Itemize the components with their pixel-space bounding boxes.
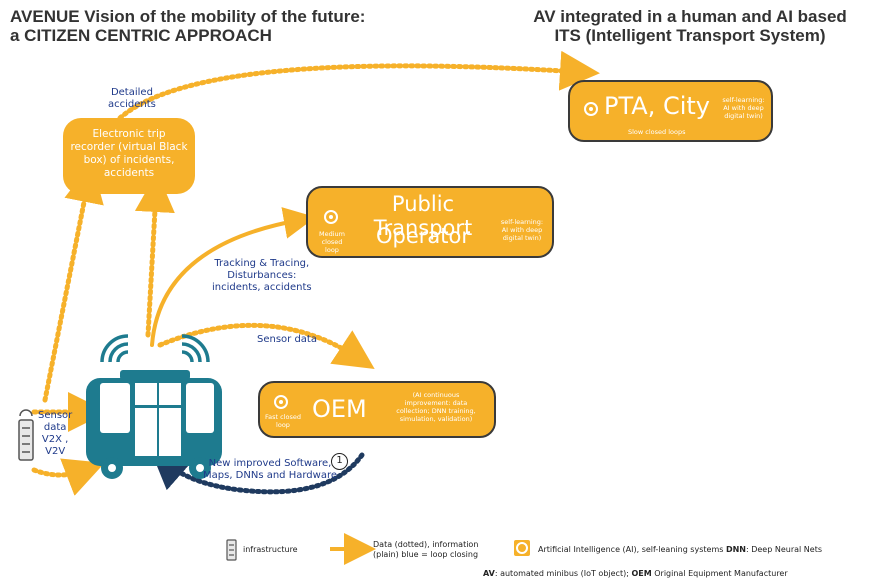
legend-av-def: : automated minibus (IoT object); (494, 569, 632, 578)
title-right: AV integrated in a human and AI based IT… (533, 7, 847, 45)
arrow-bus-to-etr (134, 172, 175, 338)
pta-box: PTA, City self-learning: AI with deep di… (568, 80, 773, 142)
legend-av: AV: automated minibus (IoT object); OEM … (483, 569, 788, 579)
pta-title: PTA, City (604, 92, 710, 120)
legend-ai-text: Artificial Intelligence (AI), self-leani… (538, 545, 724, 554)
step-number-badge: 1 (331, 453, 348, 470)
oem-title: OEM (312, 395, 367, 423)
label-detailed-accidents: Detailed accidents (108, 87, 156, 110)
arrow-oem-to-bus (149, 448, 365, 495)
oem-side: (AI continuous improvement: data collect… (396, 391, 476, 423)
title-left: AVENUE Vision of the mobility of the fut… (10, 7, 366, 45)
legend-infrastructure-icon (226, 539, 237, 561)
oem-left: Fast closed loop (265, 413, 301, 429)
arrow-bus-to-pto (150, 207, 316, 347)
pto-title-2: Operator (376, 224, 470, 248)
legend-ai: Artificial Intelligence (AI), self-leani… (538, 545, 822, 555)
etr-text: Electronic trip recorder (virtual Black … (70, 128, 188, 179)
label-tracking: Tracking & Tracing, Disturbances: incide… (212, 258, 312, 293)
label-new-improved: New improved Software, Maps, DNNs and Ha… (203, 458, 337, 481)
oem-box: Fast closed loop OEM (AI continuous impr… (258, 381, 496, 438)
arrow-left-to-etr (42, 162, 104, 403)
legend-data: Data (dotted), information (plain) blue … (373, 540, 479, 559)
pto-side: self-learning: AI with deep digital twin… (500, 218, 544, 242)
pta-side: self-learning: AI with deep digital twin… (722, 96, 765, 120)
ai-loop-icon (324, 210, 338, 224)
arrow-infra-bus-bottom (31, 458, 105, 496)
ai-loop-icon (584, 102, 598, 116)
legend-av-abbr: AV (483, 569, 495, 578)
legend-oem-abbr: OEM (631, 569, 652, 578)
pta-bottom: Slow closed loops (628, 128, 686, 136)
legend-infrastructure: infrastructure (243, 545, 298, 554)
pto-left: Medium closed loop (319, 230, 345, 254)
legend-dnn-def: : Deep Neural Nets (745, 545, 822, 554)
bus-icon (86, 370, 222, 479)
infrastructure-icon (18, 409, 34, 461)
signal-waves-icon (100, 334, 210, 363)
legend-oem-def: Original Equipment Manufacturer (651, 569, 788, 578)
pto-box: Medium closed loop Public Transport Oper… (306, 186, 554, 258)
ai-loop-icon (274, 395, 288, 409)
arrow-etr-to-pta (117, 50, 600, 121)
pto-title-1: Public Transport (373, 192, 473, 240)
etr-box: Electronic trip recorder (virtual Black … (63, 118, 195, 194)
legend-dnn-abbr: DNN (725, 545, 746, 554)
label-sensor-v2x: Sensor data V2X , V2V (38, 410, 73, 457)
label-sensor-data: Sensor data (257, 334, 317, 345)
